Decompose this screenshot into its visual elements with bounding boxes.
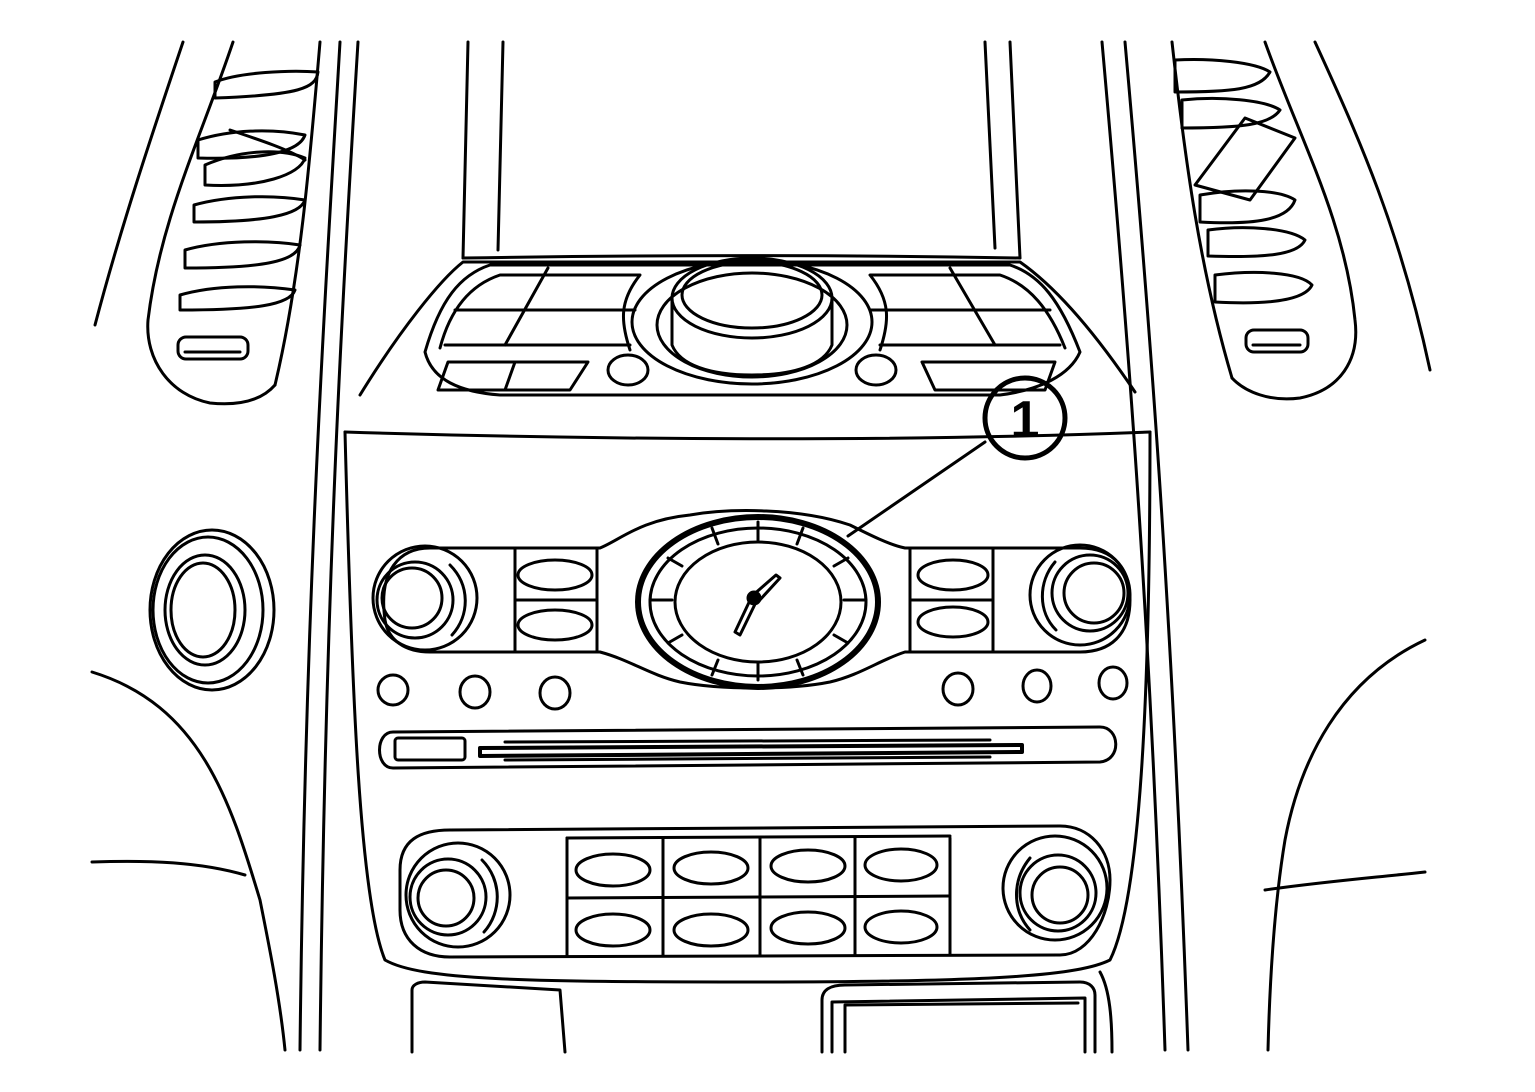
round-button[interactable] bbox=[941, 671, 975, 707]
tuning-knob[interactable] bbox=[1028, 543, 1132, 647]
temperature-knob-right[interactable] bbox=[1001, 834, 1109, 942]
navigation-screen bbox=[358, 40, 1137, 397]
climate-button[interactable] bbox=[574, 852, 652, 888]
lower-console bbox=[410, 970, 1114, 1054]
round-button[interactable] bbox=[1097, 665, 1129, 701]
callout-circle bbox=[982, 375, 1068, 461]
clock-hands bbox=[733, 573, 782, 637]
climate-button[interactable] bbox=[863, 847, 939, 883]
audio-panel bbox=[371, 509, 1132, 690]
climate-button[interactable] bbox=[574, 912, 652, 948]
callout-1: 1 bbox=[846, 375, 1068, 538]
eject-button[interactable] bbox=[393, 736, 467, 762]
audio-preset-button[interactable] bbox=[516, 608, 594, 642]
callout-label: 1 bbox=[1011, 391, 1040, 449]
climate-button[interactable] bbox=[672, 850, 750, 886]
climate-panel bbox=[398, 824, 1112, 959]
clock-tick-marks bbox=[648, 520, 868, 682]
climate-button[interactable] bbox=[863, 909, 939, 945]
cd-slot-panel bbox=[378, 725, 1118, 770]
temperature-knob-left[interactable] bbox=[404, 841, 512, 949]
right-air-vent bbox=[1170, 40, 1432, 401]
volume-knob[interactable] bbox=[371, 544, 479, 652]
round-button[interactable] bbox=[1021, 668, 1053, 704]
left-air-vent bbox=[93, 40, 322, 406]
climate-button[interactable] bbox=[769, 910, 847, 946]
cd-slot bbox=[478, 743, 1024, 758]
audio-preset-button[interactable] bbox=[516, 558, 594, 592]
round-button[interactable] bbox=[458, 674, 492, 710]
analog-clock bbox=[635, 514, 881, 690]
climate-button[interactable] bbox=[769, 848, 847, 884]
round-button-row bbox=[376, 665, 1129, 711]
round-button[interactable] bbox=[376, 673, 410, 707]
climate-button[interactable] bbox=[672, 912, 750, 948]
audio-preset-button[interactable] bbox=[916, 558, 990, 592]
left-side-vent-round bbox=[148, 528, 276, 692]
audio-preset-button[interactable] bbox=[916, 605, 990, 639]
callout-leader-line bbox=[846, 440, 987, 538]
console-bezel bbox=[298, 40, 1190, 1052]
dashboard-contours bbox=[90, 638, 1427, 1052]
top-control-panel bbox=[423, 256, 1082, 397]
round-button[interactable] bbox=[538, 675, 572, 711]
